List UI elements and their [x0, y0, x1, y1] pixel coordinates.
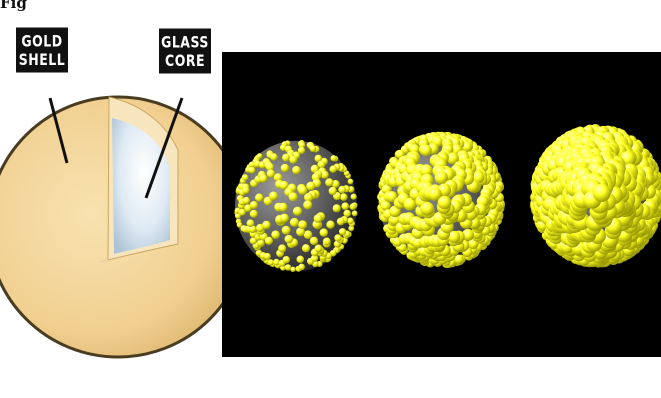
gold-particle: [325, 178, 333, 186]
gold-particle: [337, 218, 345, 226]
nanoshell-diagram: [0, 97, 248, 357]
gold-particle: [265, 237, 273, 245]
gold-particle: [298, 220, 307, 229]
gold-particle: [351, 194, 357, 200]
gold-particle: [282, 154, 290, 162]
gold-particle: [264, 253, 271, 260]
gold-particle: [280, 213, 289, 222]
gold-particle: [326, 221, 334, 229]
gold-particle: [298, 264, 305, 271]
gold-particle: [243, 197, 251, 205]
gold-particle: [262, 221, 271, 230]
gold-particle: [292, 166, 301, 175]
gold-particle: [454, 255, 463, 264]
gold-particle: [278, 203, 287, 212]
growth-stages: [234, 124, 661, 272]
gold-particle: [329, 187, 337, 195]
gold-particle: [334, 234, 341, 241]
gold-particle: [278, 244, 286, 252]
gold-particle: [306, 182, 315, 191]
gold-particle: [304, 230, 313, 239]
gold-particle: [290, 218, 299, 227]
gold-label-line2: SHELL: [16, 50, 68, 69]
sphere-dense: [377, 132, 505, 269]
gold-particle: [333, 204, 341, 212]
gold-particle: [284, 235, 293, 244]
gold-particle: [341, 202, 349, 210]
gold-particle: [329, 165, 336, 172]
gold-particle: [250, 201, 258, 209]
gold-particle: [298, 186, 307, 195]
gold-particle: [347, 218, 354, 225]
gold-particle: [282, 226, 291, 235]
gold-particle: [297, 256, 305, 264]
glass-core-label: GLASS CORE: [159, 29, 211, 74]
gold-particle: [242, 187, 249, 194]
gold-particle: [271, 230, 280, 239]
gold-particle: [317, 160, 325, 168]
gold-particle: [293, 207, 302, 216]
gold-shell-label: GOLD SHELL: [16, 28, 68, 73]
gold-particle: [247, 219, 255, 227]
gold-particle: [314, 214, 323, 223]
gold-particle: [593, 184, 611, 202]
sphere-full: [530, 124, 661, 267]
gold-particle: [330, 155, 336, 161]
gold-particle: [303, 200, 312, 209]
gold-particle: [338, 186, 346, 194]
gold-particle: [281, 164, 289, 172]
gold-particle: [323, 238, 331, 246]
gold-particle: [285, 264, 291, 270]
gold-particle: [249, 167, 256, 174]
gold-particle: [310, 145, 317, 152]
gold-particle: [339, 228, 346, 235]
gold-particle: [350, 203, 357, 210]
gold-particle: [438, 196, 452, 210]
gold-particle: [270, 153, 277, 160]
gold-particle: [420, 145, 431, 156]
gold-particle: [310, 237, 318, 245]
gold-particle: [259, 174, 267, 182]
gold-particle: [269, 191, 278, 200]
gold-particle: [315, 244, 323, 252]
gold-particle: [250, 210, 258, 218]
gold-particle: [302, 244, 310, 252]
gold-particle: [348, 179, 354, 185]
gold-particle: [289, 192, 298, 201]
gold-particle: [352, 211, 358, 217]
gold-particle: [283, 256, 290, 263]
gold-label-line1: GOLD: [16, 31, 68, 50]
glass-label-line1: GLASS: [159, 32, 211, 51]
gold-particle: [267, 169, 275, 177]
gold-particle: [242, 174, 248, 180]
gold-particle: [268, 259, 274, 265]
gold-particle: [289, 156, 297, 164]
gold-particle: [421, 202, 434, 215]
gold-particle: [255, 194, 263, 202]
glass-label-line2: CORE: [159, 51, 211, 70]
gold-particle: [320, 228, 328, 236]
